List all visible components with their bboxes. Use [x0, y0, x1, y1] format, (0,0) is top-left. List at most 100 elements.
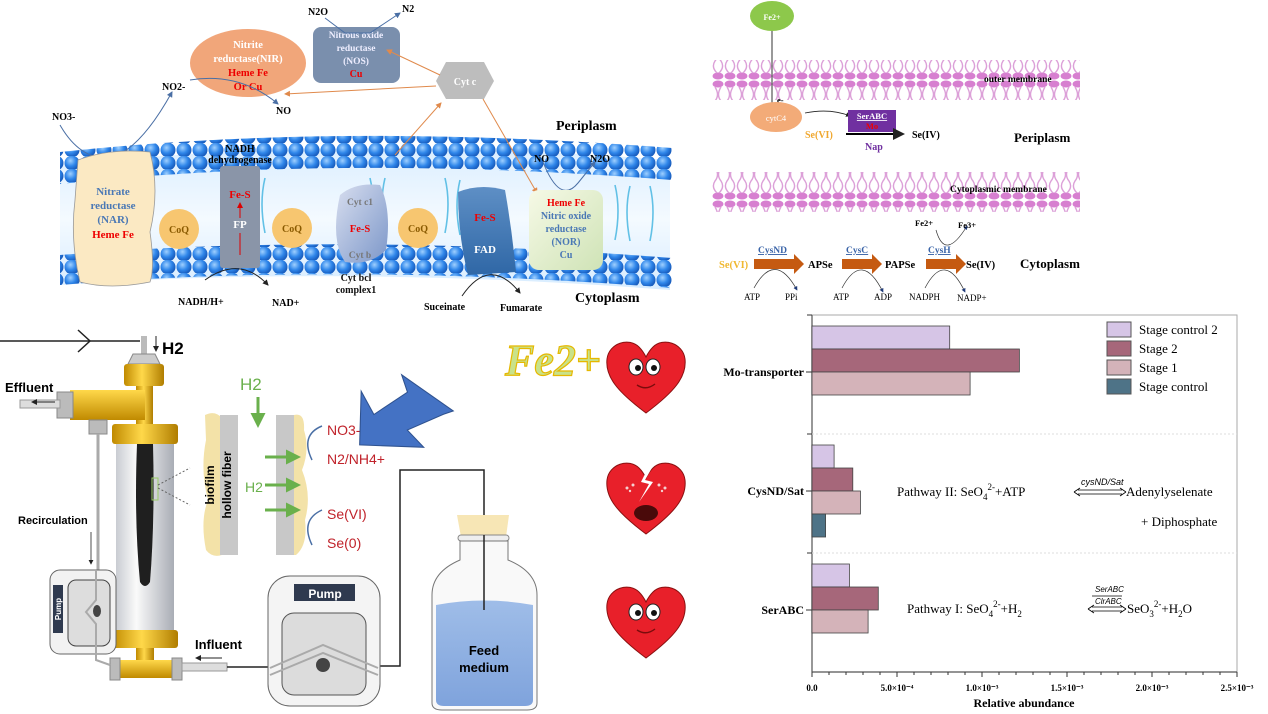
no-right-label: NO [534, 154, 549, 165]
svg-text:Pump: Pump [54, 598, 63, 620]
x-axis-label: Relative abundance [973, 696, 1075, 710]
svg-text:reductase: reductase [90, 200, 135, 212]
x-tick-label: 2.5×10⁻³ [1221, 683, 1254, 693]
biofilm-inset: biofilm hollow fiber H2 H2 NO3- N2/NH4+ … [203, 375, 385, 556]
cytoplasmic-membrane [712, 172, 1080, 212]
svg-text:Cu: Cu [350, 69, 363, 80]
bar-stage-control-2-cysnd-sat [811, 444, 835, 469]
outer-membrane-label: outer membrane [984, 75, 1052, 85]
legend-label: Stage control [1139, 379, 1208, 394]
bar-stage-control-2-mo-transporter [811, 325, 951, 350]
bar-stage-control-2-serabc [811, 563, 850, 588]
legend-swatch [1106, 378, 1132, 395]
x-tick-label: 1.0×10⁻³ [966, 683, 999, 693]
mbfr-reactor: H2 Effluent Influent Recirculation Pump … [0, 329, 538, 711]
svg-text:Nitrous oxide: Nitrous oxide [329, 31, 383, 41]
nitrite-label: NO2- [162, 82, 185, 93]
fe2-label-b: Fe2+ [915, 218, 933, 228]
nitrate-label: NO3- [52, 112, 75, 123]
svg-text:biofilm: biofilm [203, 465, 217, 504]
pathway-2-annotation: Pathway II: SeO42-+ATP cysND/Sat Adenyly… [897, 477, 1218, 529]
svg-text:N2/NH4+: N2/NH4+ [327, 451, 385, 467]
legend-label: Stage 2 [1139, 341, 1178, 356]
bar-stage-1-cysnd-sat [811, 490, 861, 515]
coenzyme-q-3: CoQ [398, 208, 438, 248]
n2-label: N2 [402, 4, 414, 15]
svg-text:Cyt b: Cyt b [349, 251, 371, 261]
legend-label: Stage control 2 [1139, 322, 1218, 337]
svg-text:SerABC: SerABC [1095, 585, 1124, 594]
svg-text:hollow fiber: hollow fiber [220, 451, 234, 519]
bar-stage-control-cysnd-sat [811, 513, 826, 538]
arrow-cysnd [754, 254, 804, 274]
svg-text:Mo: Mo [866, 121, 878, 131]
recirculation-pump: Pump [49, 569, 117, 666]
bar-stage-2-cysnd-sat [811, 467, 854, 492]
svg-text:Cyt c: Cyt c [454, 77, 477, 88]
category-label: Mo-transporter [723, 365, 804, 379]
bar-stage-2-mo-transporter [811, 348, 1020, 373]
svg-text:ClrABC: ClrABC [1095, 597, 1122, 606]
fe3-label: Fe3+ [958, 220, 976, 230]
svg-text:Se(0): Se(0) [327, 535, 361, 551]
svg-text:(NOR): (NOR) [552, 237, 581, 248]
denitrification-diagram: Nitrite reductase(NIR) Heme Fe Or Cu Nit… [52, 4, 672, 314]
arrow-cysh [926, 254, 966, 274]
legend-swatch [1106, 340, 1132, 357]
svg-text:CoQ: CoQ [169, 225, 189, 236]
bar-stage-1-mo-transporter [811, 371, 971, 396]
step3-in: NADPH [909, 292, 941, 302]
svg-text:Pathway II: SeO42-+ATP: Pathway II: SeO42-+ATP [897, 482, 1025, 502]
svg-text:Fe-S: Fe-S [350, 224, 371, 235]
step2-out: ADP [874, 292, 892, 302]
n2o-right-label: N2O [590, 154, 610, 165]
feed-medium-bottle: Feed medium [431, 515, 538, 711]
svg-text:+ Diphosphate: + Diphosphate [1141, 514, 1218, 529]
svg-text:cytC4: cytC4 [766, 113, 787, 123]
svg-text:H2: H2 [240, 375, 262, 394]
svg-text:Adenylyselenate: Adenylyselenate [1126, 484, 1213, 499]
svg-text:SerABC: SerABC [857, 111, 887, 121]
svg-text:Cyt c1: Cyt c1 [347, 198, 373, 208]
x-tick-label: 0.0 [806, 683, 818, 693]
nadh-label: NADH/H+ [178, 297, 224, 308]
step3-out: NADP+ [957, 293, 987, 303]
svg-text:Se(VI): Se(VI) [327, 506, 367, 522]
step-arrows [754, 254, 966, 274]
nitrate-reductase: Nitrate reductase (NAR) Heme Fe [72, 150, 156, 287]
species-apse: APSe [808, 260, 833, 271]
category-label: SerABC [761, 603, 804, 617]
svg-text:SeO32-+H2O: SeO32-+H2O [1127, 599, 1192, 619]
periplasm-label-right: Periplasm [1014, 130, 1070, 145]
svg-text:cysND/Sat: cysND/Sat [1081, 477, 1124, 487]
coenzyme-q-1: CoQ [159, 209, 199, 249]
svg-text:complex1: complex1 [336, 285, 377, 296]
svg-text:CoQ: CoQ [408, 224, 428, 235]
no-label: NO [276, 106, 291, 117]
species-seiv: Se(IV) [966, 260, 996, 271]
h2-label: H2 [162, 339, 184, 358]
nap-label: Nap [865, 142, 883, 153]
succinate-dehydrogenase: Fe-S FAD [458, 186, 516, 275]
coenzyme-q-2: CoQ [272, 208, 312, 248]
svg-text:FAD: FAD [474, 244, 496, 256]
svg-text:Heme Fe: Heme Fe [547, 198, 586, 209]
heart-cysnd-broken [606, 462, 686, 535]
enzyme-cysnd: CysND [758, 246, 787, 256]
heart-serabc [606, 586, 686, 659]
svg-text:Heme Fe: Heme Fe [92, 229, 134, 241]
selenate-pathway-diagram: Fe2+ outer membrane e- cytC4 SerABC Mo S… [712, 1, 1080, 303]
step2-in: ATP [833, 292, 849, 302]
succinate-label: Suceinate [424, 302, 466, 313]
svg-text:Or Cu: Or Cu [234, 82, 263, 93]
serabc-enzyme: SerABC Mo [848, 110, 896, 132]
legend-swatch [1106, 359, 1132, 376]
svg-text:reductase: reductase [337, 44, 376, 54]
flow-arrow-icon [77, 329, 92, 353]
category-label: CysND/Sat [747, 484, 804, 498]
outer-membrane [712, 60, 1080, 100]
cytoplasm-label: Cytoplasm [575, 291, 640, 306]
svg-text:Nitric oxide: Nitric oxide [541, 211, 592, 222]
